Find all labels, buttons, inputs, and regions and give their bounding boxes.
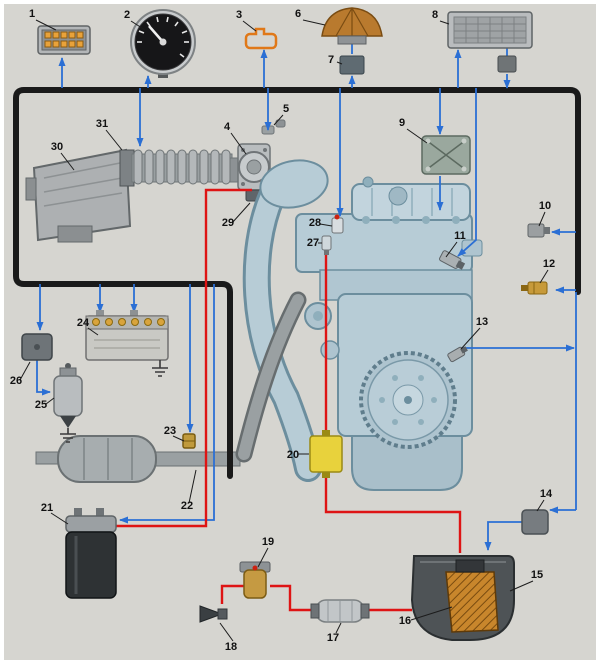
ground-symbol bbox=[152, 360, 168, 377]
callout-30: 30 bbox=[51, 141, 63, 153]
wiring-connector bbox=[244, 27, 278, 50]
air-intake-cap bbox=[321, 7, 383, 45]
callout-28: 28 bbox=[309, 217, 321, 229]
battery bbox=[85, 310, 169, 361]
callout-12: 12 bbox=[543, 258, 555, 270]
fuel-damper bbox=[309, 430, 343, 478]
callout-22: 22 bbox=[181, 500, 193, 512]
callout-29: 29 bbox=[222, 217, 234, 229]
ignition-module bbox=[421, 135, 471, 175]
callout-5: 5 bbox=[283, 103, 289, 115]
callout-6: 6 bbox=[295, 8, 301, 20]
main-relay bbox=[21, 333, 53, 361]
tachometer-gauge bbox=[130, 9, 196, 78]
callout-4: 4 bbox=[224, 121, 231, 133]
wiring-harness bbox=[13, 87, 581, 479]
callout-7: 7 bbox=[328, 54, 334, 66]
fuel-pump-module bbox=[445, 571, 499, 633]
callout-10: 10 bbox=[539, 200, 551, 212]
relay-module bbox=[339, 55, 365, 75]
check-valve bbox=[199, 605, 228, 623]
air-intake-duct bbox=[119, 149, 243, 187]
callout-31: 31 bbox=[96, 118, 108, 130]
temp-gauge-sensor bbox=[521, 281, 548, 295]
speed-sensor bbox=[527, 223, 550, 238]
oxygen-sensor bbox=[182, 433, 196, 449]
engine bbox=[235, 159, 483, 491]
ignition-coil bbox=[53, 363, 83, 428]
callout-26: 26 bbox=[10, 375, 22, 387]
diagnostic-connector bbox=[37, 25, 91, 55]
control-unit-ecu bbox=[447, 11, 533, 73]
charcoal-canister bbox=[65, 508, 117, 599]
fuel-tank bbox=[410, 555, 515, 641]
callout-27: 27 bbox=[307, 237, 319, 249]
gauge-needle bbox=[148, 25, 164, 43]
electrical-wires bbox=[36, 44, 577, 551]
callout-18: 18 bbox=[225, 641, 237, 653]
callout-17: 17 bbox=[327, 632, 339, 644]
callout-19: 19 bbox=[262, 536, 274, 548]
callout-leader-lines bbox=[19, 19, 549, 642]
fuel-filter bbox=[310, 599, 370, 623]
exhaust-catalyst bbox=[35, 435, 241, 483]
fuel-lines bbox=[108, 188, 462, 612]
air-filter-housing bbox=[25, 148, 132, 243]
coolant-temp-sensor bbox=[439, 250, 466, 270]
callout-numbers: 1 2 3 4 5 6 7 8 9 10 11 12 13 14 15 16 1… bbox=[10, 8, 555, 653]
callout-25: 25 bbox=[35, 399, 47, 411]
oil-pan bbox=[351, 435, 463, 491]
callout-3: 3 bbox=[236, 9, 242, 21]
pressure-regulator bbox=[331, 214, 344, 234]
callout-24: 24 bbox=[77, 317, 90, 329]
fuel-pressure-valve bbox=[239, 561, 271, 599]
callout-1: 1 bbox=[29, 8, 35, 20]
callout-15: 15 bbox=[531, 569, 543, 581]
purge-line bbox=[108, 188, 252, 528]
callout-8: 8 bbox=[432, 9, 438, 21]
callout-16: 16 bbox=[399, 615, 411, 627]
callout-9: 9 bbox=[399, 117, 405, 129]
callout-2: 2 bbox=[124, 9, 130, 21]
callout-20: 20 bbox=[287, 449, 299, 461]
fuel-pump-relay bbox=[521, 509, 549, 535]
callout-23: 23 bbox=[164, 425, 176, 437]
callout-21: 21 bbox=[41, 502, 53, 514]
callout-13: 13 bbox=[476, 316, 488, 328]
callout-11: 11 bbox=[454, 230, 466, 242]
crankshaft-position-sensor bbox=[447, 346, 468, 363]
ground-symbol bbox=[60, 428, 76, 443]
callout-14: 14 bbox=[540, 488, 553, 500]
